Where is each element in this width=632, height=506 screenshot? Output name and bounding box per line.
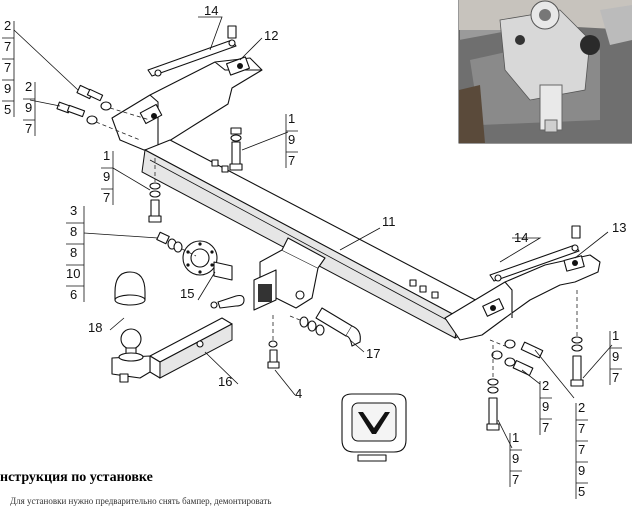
right-mounting-bracket — [444, 254, 601, 341]
label-column-left-washer: 3 8 8 10 6 — [66, 203, 85, 302]
svg-text:1: 1 — [103, 148, 110, 163]
svg-text:7: 7 — [512, 472, 519, 487]
callout-14-right: 14 — [514, 230, 528, 245]
label-column-center-bolt: 1 9 7 — [285, 111, 298, 168]
svg-text:9: 9 — [4, 81, 11, 96]
svg-text:7: 7 — [542, 420, 549, 435]
svg-text:9: 9 — [512, 451, 519, 466]
svg-text:7: 7 — [4, 60, 11, 75]
svg-text:8: 8 — [70, 245, 77, 260]
svg-text:2: 2 — [542, 378, 549, 393]
instructions-subtext: Для установки нужно предварительно снять… — [10, 496, 272, 506]
vehicle-chassis-photo — [458, 0, 632, 144]
label-column-right-bolt-low: 1 9 7 — [509, 430, 522, 487]
logo-badge-icon — [341, 393, 407, 462]
ball-mount — [111, 317, 233, 383]
callout-4: 4 — [295, 386, 302, 401]
svg-text:7: 7 — [612, 370, 619, 385]
svg-text:2: 2 — [578, 400, 585, 415]
svg-text:9: 9 — [542, 399, 549, 414]
svg-text:7: 7 — [288, 153, 295, 168]
callout-14-top: 14 — [204, 3, 218, 18]
label-column-left-bolt: 1 9 7 — [101, 148, 114, 205]
svg-text:5: 5 — [4, 102, 11, 117]
left-clamp-plate — [147, 25, 237, 77]
svg-text:1: 1 — [512, 430, 519, 445]
right-clamp-plate — [489, 225, 581, 282]
svg-text:7: 7 — [103, 190, 110, 205]
svg-text:9: 9 — [578, 463, 585, 478]
svg-text:9: 9 — [103, 169, 110, 184]
callout-16: 16 — [218, 374, 232, 389]
svg-text:7: 7 — [25, 121, 32, 136]
svg-text:7: 7 — [578, 421, 585, 436]
callout-15: 15 — [180, 286, 194, 301]
leader-lines — [13, 16, 613, 449]
svg-text:2: 2 — [25, 79, 32, 94]
svg-text:2: 2 — [4, 18, 11, 33]
svg-text:3: 3 — [70, 203, 77, 218]
callout-12: 12 — [264, 28, 278, 43]
label-column-right-long: 2 7 7 9 5 — [575, 400, 588, 499]
label-column-left-mid: 2 9 7 — [23, 79, 36, 136]
socket-bracket — [182, 240, 233, 281]
svg-text:9: 9 — [288, 132, 295, 147]
fasteners — [56, 84, 584, 431]
cotter-clip — [210, 294, 245, 309]
hitch-pin — [315, 307, 361, 347]
svg-text:10: 10 — [66, 266, 80, 281]
label-column-left-top: 2 7 7 9 5 — [2, 18, 15, 117]
svg-text:9: 9 — [612, 349, 619, 364]
main-crossbar — [141, 139, 486, 339]
svg-text:7: 7 — [578, 442, 585, 457]
label-column-right-mid: 2 9 7 — [539, 378, 552, 435]
label-column-right-bolt-high: 1 9 7 — [609, 328, 622, 385]
svg-text:9: 9 — [25, 100, 32, 115]
svg-text:6: 6 — [70, 287, 77, 302]
instructions-heading: нструкция по установке — [0, 470, 153, 485]
callout-13: 13 — [612, 220, 626, 235]
callout-18: 18 — [88, 320, 102, 335]
tow-ball — [118, 328, 144, 362]
svg-text:7: 7 — [4, 39, 11, 54]
svg-text:8: 8 — [70, 224, 77, 239]
svg-text:1: 1 — [612, 328, 619, 343]
svg-text:1: 1 — [288, 111, 295, 126]
callout-17: 17 — [366, 346, 380, 361]
callout-11: 11 — [382, 214, 396, 229]
callout-labels: 14 12 11 13 14 15 16 17 18 4 — [88, 3, 626, 401]
ball-cover-cap — [114, 271, 146, 306]
hitch-receiver — [253, 237, 326, 311]
svg-text:5: 5 — [578, 484, 585, 499]
